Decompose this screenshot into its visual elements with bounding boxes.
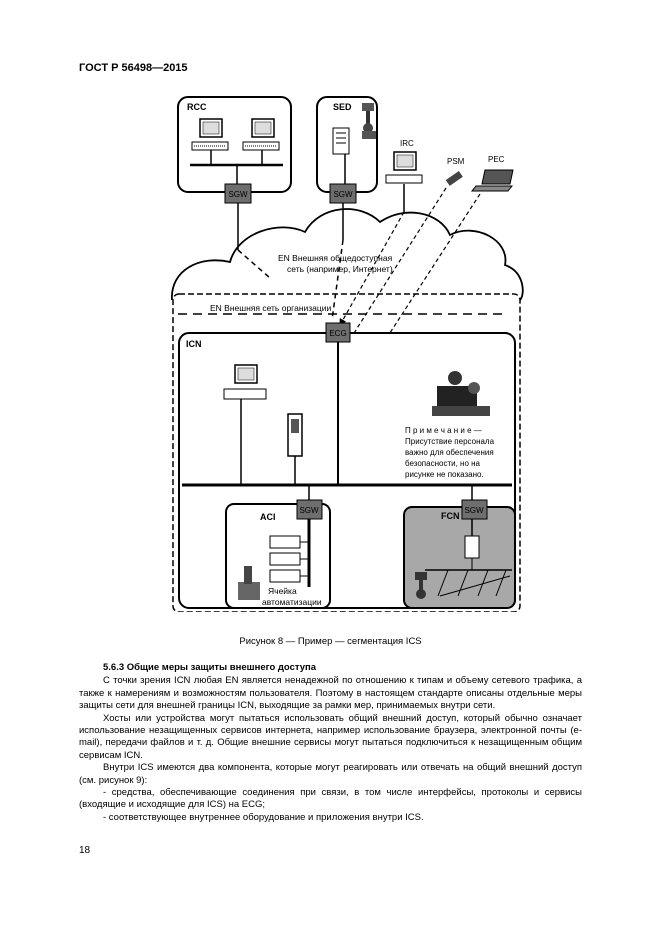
figure-caption: Рисунок 8 — Пример — сегментация ICS — [239, 636, 422, 647]
plc-rack-icon — [269, 535, 309, 583]
fcn-label: FCN — [441, 511, 460, 521]
sgw-fcn-gateway — [461, 499, 488, 520]
rcc-zone: RCC — [177, 96, 292, 193]
psm-label: PSM — [447, 157, 465, 166]
list-item: - средства, обеспечивающие соединения пр… — [79, 787, 582, 811]
icn-workstation-icon — [223, 364, 267, 400]
sgw-label: SGW — [228, 190, 248, 199]
svg-text:рисунке не показано.: рисунке не показано. — [405, 470, 484, 479]
workstation-icon — [191, 118, 229, 151]
list-item: - соответствующее внутреннее оборудовани… — [103, 811, 424, 823]
en-org-label: EN Внешняя сеть организации — [210, 303, 331, 313]
robot-arm-icon — [238, 566, 260, 600]
section-5-6-3: 5.6.3 Общие меры защиты внешнего доступа… — [79, 662, 582, 824]
field-controller-icon — [464, 535, 480, 559]
svg-text:сеть (например, Интернет): сеть (например, Интернет) — [287, 264, 393, 274]
workstation-icon — [242, 118, 280, 151]
irc-workstation-icon — [385, 151, 423, 184]
automation-cell-label: Ячейка — [268, 586, 297, 596]
svg-text:SGW: SGW — [464, 506, 484, 515]
document-header: ГОСТ Р 56498—2015 — [79, 62, 188, 74]
sed-zone: SED — [316, 96, 378, 193]
svg-text:важно для обеспечения: важно для обеспечения — [405, 448, 494, 457]
note-label: П р и м е ч а н и е — — [405, 426, 482, 435]
svg-text:безопасности, но на: безопасности, но на — [405, 459, 481, 468]
paragraph: С точки зрения ICN любая EN является нен… — [79, 675, 582, 712]
pec-label: PEC — [488, 155, 505, 164]
network-segmentation-diagram: RCC SGW SED — [171, 96, 524, 613]
field-valve-icon — [415, 572, 427, 599]
psm-device-icon — [445, 170, 463, 186]
laptop-icon — [470, 169, 514, 192]
aci-label: ACI — [260, 512, 276, 522]
sed-label: SED — [333, 102, 352, 112]
svg-text:Присутствие персонала: Присутствие персонала — [405, 437, 495, 446]
personnel-illustration — [432, 371, 490, 416]
section-heading: 5.6.3 Общие меры защиты внешнего доступа — [103, 662, 317, 673]
svg-text:SGW: SGW — [299, 506, 319, 515]
svg-text:ECG: ECG — [329, 329, 346, 338]
figure-8: RCC SGW SED — [150, 92, 530, 613]
page-number: 18 — [79, 845, 91, 856]
en-public-label: EN Внешняя общедоступная — [278, 253, 393, 263]
irc-label: IRC — [400, 139, 414, 148]
rcc-label: RCC — [187, 102, 207, 112]
paragraph: Внутри ICS имеются два компонента, котор… — [79, 762, 582, 786]
organization-network-boundary — [172, 293, 521, 613]
svg-text:автоматизации: автоматизации — [262, 597, 322, 607]
server-icon — [287, 413, 303, 457]
valve-icon — [362, 103, 376, 139]
public-network-cloud — [171, 208, 524, 301]
icn-label: ICN — [186, 339, 202, 349]
paragraph: Хосты или устройства могут пытаться испо… — [79, 712, 582, 761]
svg-text:SGW: SGW — [333, 190, 353, 199]
